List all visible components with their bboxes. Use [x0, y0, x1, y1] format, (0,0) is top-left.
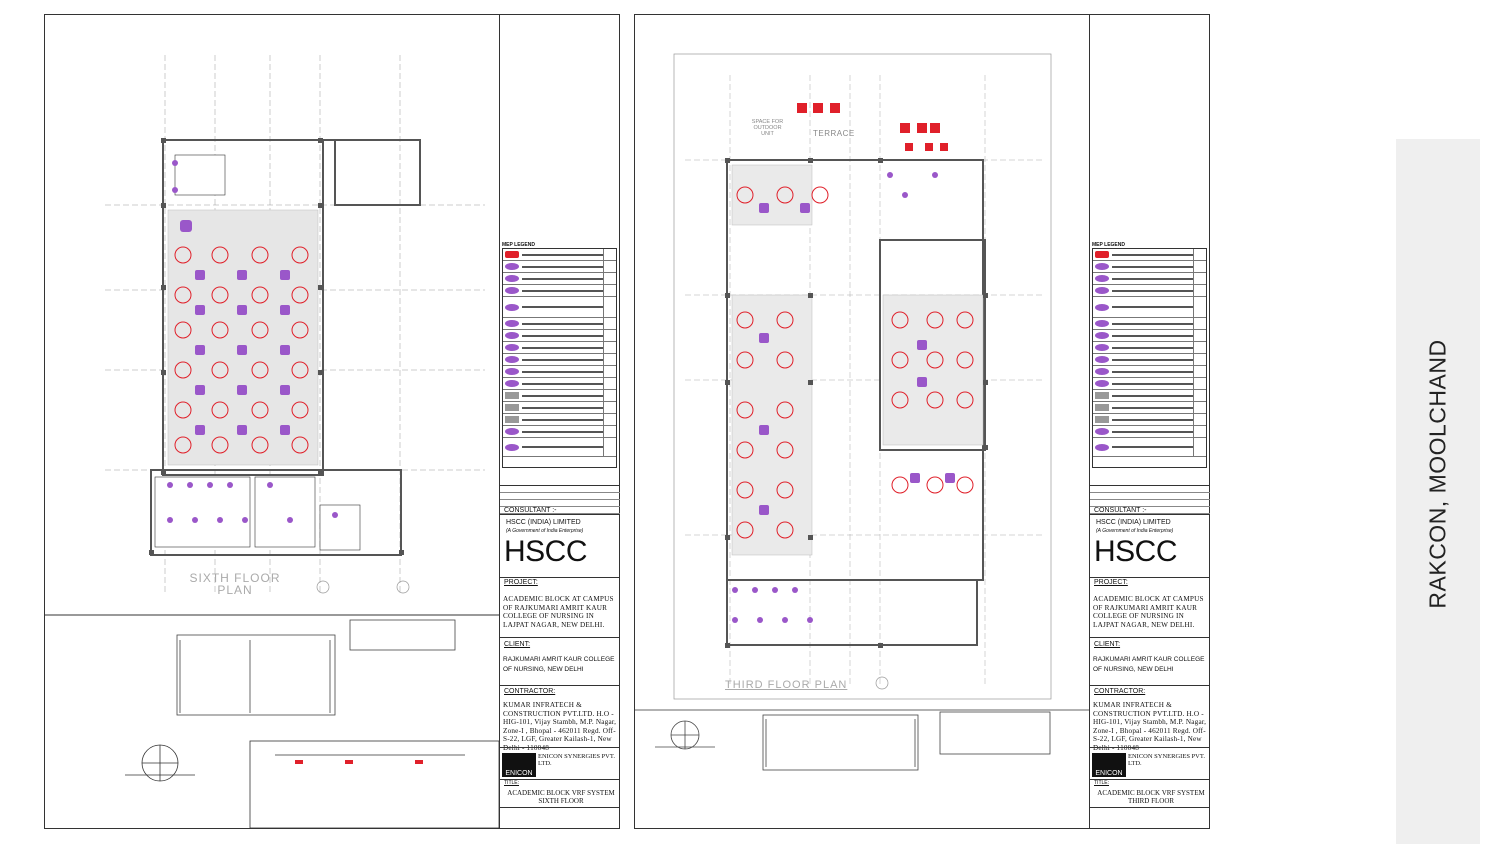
title-block: MEP LEGEND CONSULTANT :- HSCC (INDIA) LI…: [1089, 15, 1210, 828]
enicon-text: ENICON SYNERGIES PVT. LTD.: [538, 753, 615, 767]
contractor-text: KUMAR INFRATECH & CONSTRUCTION PVT.LTD. …: [1093, 701, 1207, 752]
project-label: PROJECT:: [1094, 579, 1128, 586]
contractor-label: CONTRACTOR:: [1094, 688, 1146, 695]
consultant-name: HSCC (INDIA) LIMITED: [506, 519, 581, 526]
consultant-subtitle: (A Government of India Enterprise): [506, 528, 584, 534]
terrace-label: TERRACE: [813, 129, 855, 138]
contractor-text: KUMAR INFRATECH & CONSTRUCTION PVT.LTD. …: [503, 701, 617, 752]
plan-label: THIRD FLOOR PLAN: [725, 679, 848, 691]
plan-label: SIXTH FLOOR PLAN: [189, 571, 281, 597]
enicon-text: ENICON SYNERGIES PVT. LTD.: [1128, 753, 1205, 767]
drawing-title: ACADEMIC BLOCK VRF SYSTEM SIXTH FLOOR: [507, 789, 615, 805]
third-floor-drawing: [635, 53, 1089, 771]
mep-legend-table: [1092, 248, 1207, 468]
title-block: MEP LEGEND CONSULTANT :- HSCC (INDIA) LI…: [499, 15, 620, 828]
client-label: CLIENT:: [504, 641, 531, 648]
side-label-text: RAKCON, MOOLCHAND: [1424, 339, 1451, 609]
revision-table: [500, 485, 620, 515]
mep-legend-table: [502, 248, 617, 468]
consultant-label: CONSULTANT :-: [1094, 507, 1147, 514]
side-label-panel: RAKCON, MOOLCHAND: [1396, 139, 1480, 844]
sixth-floor-plan: SIXTH FLOOR PLAN: [45, 15, 499, 828]
drawing-sheet-third-floor: SPACE FOR OUTDOOR UNIT TERRACE THIRD FLO…: [634, 14, 1210, 829]
client-text: RAJKUMARI AMRIT KAUR COLLEGE OF NURSING,…: [503, 656, 615, 673]
sixth-floor-drawing: [45, 55, 499, 828]
hscc-logo: HSCC: [1094, 535, 1178, 568]
legend-heading: MEP LEGEND: [502, 242, 535, 248]
outdoor-unit-label: SPACE FOR OUTDOOR UNIT: [751, 119, 784, 137]
drawing-title: ACADEMIC BLOCK VRF SYSTEM THIRD FLOOR: [1097, 789, 1205, 805]
hscc-logo: HSCC: [504, 535, 588, 568]
enicon-logo: ENICON: [1092, 753, 1126, 777]
consultant-name: HSCC (INDIA) LIMITED: [1096, 519, 1171, 526]
consultant-label: CONSULTANT :-: [504, 507, 557, 514]
project-label: PROJECT:: [504, 579, 538, 586]
legend-heading: MEP LEGEND: [1092, 242, 1125, 248]
enicon-logo: ENICON: [502, 753, 536, 777]
client-text: RAJKUMARI AMRIT KAUR COLLEGE OF NURSING,…: [1093, 656, 1205, 673]
consultant-subtitle: (A Government of India Enterprise): [1096, 528, 1174, 534]
title-label: TITLE:: [1094, 780, 1110, 786]
client-label: CLIENT:: [1094, 641, 1121, 648]
drawing-sheet-sixth-floor: SIXTH FLOOR PLAN MEP LEGEND CONSULTANT :…: [44, 14, 620, 829]
contractor-label: CONTRACTOR:: [504, 688, 556, 695]
project-text: ACADEMIC BLOCK AT CAMPUS OF RAJKUMARI AM…: [1093, 595, 1204, 629]
revision-table: [1090, 485, 1210, 515]
title-label: TITLE:: [504, 780, 520, 786]
project-text: ACADEMIC BLOCK AT CAMPUS OF RAJKUMARI AM…: [503, 595, 614, 629]
third-floor-plan: SPACE FOR OUTDOOR UNIT TERRACE THIRD FLO…: [635, 15, 1089, 828]
